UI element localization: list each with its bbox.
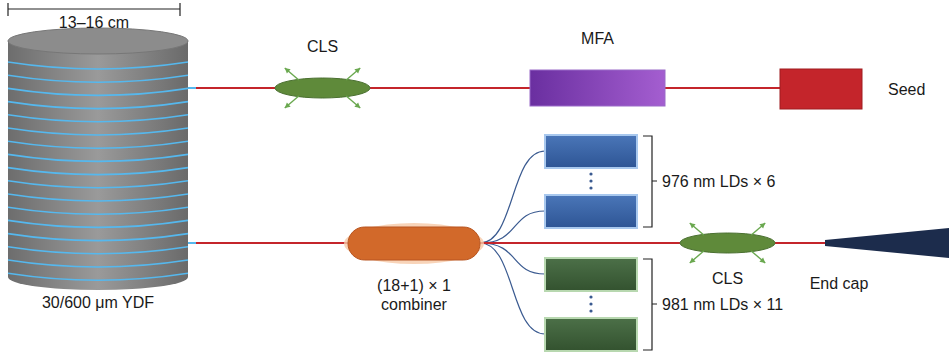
- scatter-arrow: [346, 68, 360, 80]
- fiber-winding: [8, 128, 188, 135]
- scatter-arrow: [690, 223, 704, 235]
- cls-outline: [680, 233, 775, 253]
- fiber-winding: [8, 141, 188, 148]
- combiner-glow: [344, 223, 484, 264]
- end-cap-shape: [825, 228, 949, 258]
- fiber-winding: [8, 88, 188, 95]
- cap-outline: [825, 228, 949, 258]
- fiber-winding: [8, 115, 188, 122]
- fiber-winding: [8, 194, 188, 201]
- combiner-shape: [348, 227, 480, 260]
- node-label: (18+1) × 1 combiner: [359, 276, 469, 314]
- seed-node: Seed: [780, 69, 862, 109]
- fiber-winding: [8, 181, 188, 188]
- cls-shape: [680, 233, 775, 253]
- mfa-box: [530, 70, 665, 106]
- fiber-connector: [370, 87, 530, 89]
- fiber-connector: [480, 242, 680, 244]
- seed-outline: [780, 69, 862, 109]
- spool-node: 30/600 μm YDF: [8, 28, 188, 290]
- arrow-head: [759, 223, 765, 229]
- fiber-connector: [188, 87, 275, 89]
- fiber-winding: [8, 247, 188, 254]
- arrow-head: [285, 68, 291, 74]
- scatter-arrow: [751, 223, 765, 235]
- cls-node: CLS: [680, 233, 775, 253]
- arrow-head: [690, 223, 696, 229]
- scatter-arrow: [690, 251, 704, 263]
- fiber-connector: [665, 87, 780, 89]
- scatter-arrow: [285, 68, 299, 80]
- arrow-head: [285, 102, 291, 108]
- spool-outline: [8, 28, 188, 290]
- fiber-winding: [8, 102, 188, 109]
- arrow-head: [354, 68, 360, 74]
- cls-node: CLS: [275, 78, 370, 98]
- fiber-lead: [188, 242, 196, 244]
- seed-box: [780, 69, 862, 109]
- arrow-head: [354, 102, 360, 108]
- comb-outline: [348, 227, 480, 260]
- scatter-arrow: [346, 96, 360, 108]
- fiber-winding: [8, 75, 188, 82]
- arrow-head: [759, 257, 765, 263]
- fiber-winding: [8, 260, 188, 267]
- node-label: End cap: [810, 274, 869, 293]
- dimension-label: 13–16 cm: [59, 13, 129, 32]
- cls-shape: [275, 78, 370, 98]
- cap-node: End cap: [825, 228, 949, 258]
- node-label: 30/600 μm YDF: [42, 293, 154, 312]
- node-label: CLS: [712, 269, 743, 288]
- fiber-winding: [8, 62, 188, 69]
- scatter-arrow: [751, 251, 765, 263]
- spool-body: [8, 41, 188, 290]
- group-label: 981 nm LDs × 11: [662, 295, 783, 314]
- fiber-winding: [8, 220, 188, 227]
- fiber-lead: [188, 87, 196, 89]
- fiber-connector: [775, 242, 825, 244]
- scatter-arrow: [285, 96, 299, 108]
- cls-outline: [275, 78, 370, 98]
- arrow-head: [690, 257, 696, 263]
- fiber-winding: [8, 207, 188, 214]
- fiber-winding: [8, 168, 188, 175]
- group-label: 976 nm LDs × 6: [662, 172, 775, 191]
- node-label: Seed: [888, 80, 925, 99]
- spool-top: [8, 28, 188, 54]
- fiber-connector: [188, 242, 348, 244]
- node-label: MFA: [581, 29, 614, 48]
- node-label: CLS: [307, 37, 338, 56]
- comb-node: (18+1) × 1 combiner: [348, 227, 480, 260]
- mfa-outline: [530, 70, 665, 106]
- mfa-node: MFA: [530, 70, 665, 106]
- fiber-winding: [8, 273, 188, 280]
- fiber-winding: [8, 234, 188, 241]
- fiber-winding: [8, 154, 188, 161]
